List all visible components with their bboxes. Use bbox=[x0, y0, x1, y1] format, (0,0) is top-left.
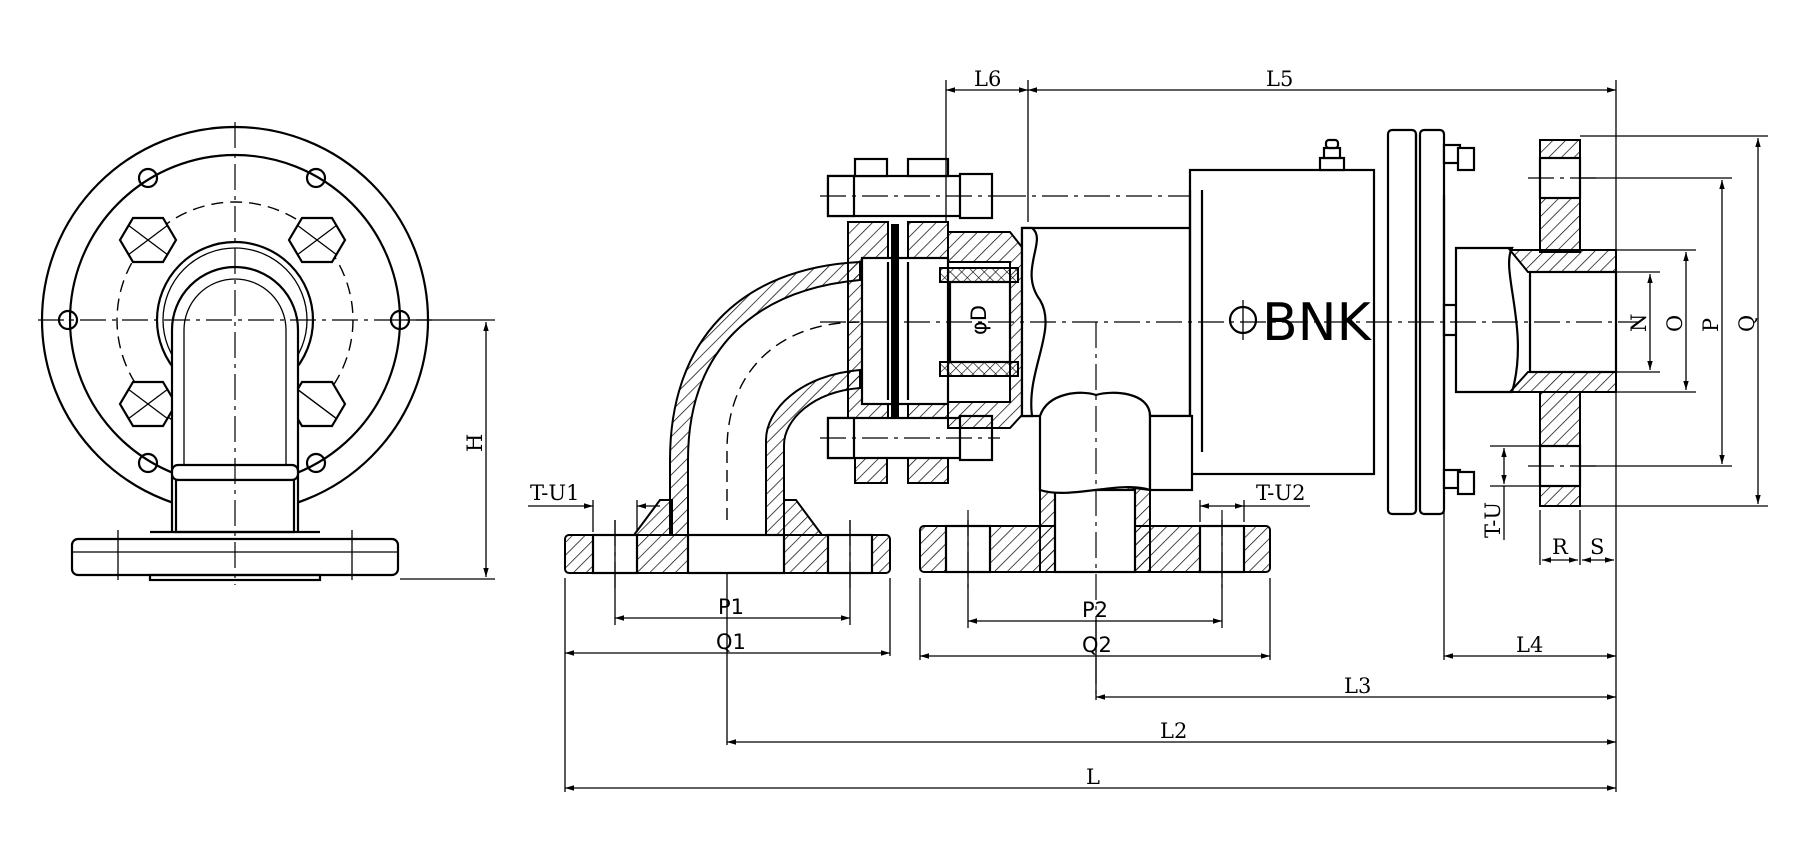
dim-label-n: N bbox=[1627, 314, 1651, 332]
dim-label-h: H bbox=[463, 434, 487, 452]
dim-label-q: Q bbox=[1735, 315, 1759, 332]
main-body: BNK bbox=[1020, 168, 1376, 476]
dim-label-l5: L5 bbox=[1266, 67, 1293, 91]
dim-label-q1: Q1 bbox=[716, 630, 746, 654]
flange-lugs bbox=[57, 167, 411, 474]
dim-label-l2: L2 bbox=[1160, 719, 1187, 743]
hex-bolt-icon bbox=[820, 157, 1000, 220]
dim-label-p2: P2 bbox=[1082, 598, 1108, 622]
dim-label-r: R bbox=[1552, 535, 1569, 559]
hex-bolt-icon bbox=[287, 216, 347, 264]
dim-label-l3: L3 bbox=[1344, 674, 1371, 698]
bolted-flange-pair bbox=[847, 221, 950, 441]
hex-bolt-icon bbox=[118, 380, 178, 428]
dimensions: L6 L5 P1 Q1 P2 Q2 L4 L3 L2 L T-U1 T bbox=[528, 67, 1768, 792]
dim-label-l: L bbox=[1086, 765, 1100, 789]
section-view: φD BNK bbox=[564, 128, 1640, 700]
dim-label-l4: L4 bbox=[1516, 633, 1543, 657]
brand-logo: BNK bbox=[1262, 293, 1373, 353]
grease-nipple-icon bbox=[1318, 138, 1346, 172]
dim-label-tu1: T-U1 bbox=[530, 481, 579, 505]
outlet-pipe bbox=[1454, 246, 1618, 394]
dim-label-p: P bbox=[1699, 318, 1723, 332]
housing-nose: φD bbox=[939, 231, 1033, 429]
elbow-pipe bbox=[669, 260, 861, 536]
hex-bolt-icon bbox=[118, 216, 178, 264]
outlet-base bbox=[919, 322, 1271, 700]
dim-label-q2: Q2 bbox=[1082, 633, 1112, 657]
end-view: H bbox=[38, 122, 495, 585]
dim-label-p1: P1 bbox=[718, 595, 744, 619]
dim-label-tu2: T-U2 bbox=[1256, 481, 1305, 505]
dim-label-l6: L6 bbox=[974, 67, 1001, 91]
dim-label-tu: T-U bbox=[1481, 502, 1505, 538]
dim-label-phid: φD bbox=[967, 305, 991, 335]
dim-label-o: O bbox=[1663, 315, 1687, 332]
dim-label-s: S bbox=[1590, 535, 1604, 559]
